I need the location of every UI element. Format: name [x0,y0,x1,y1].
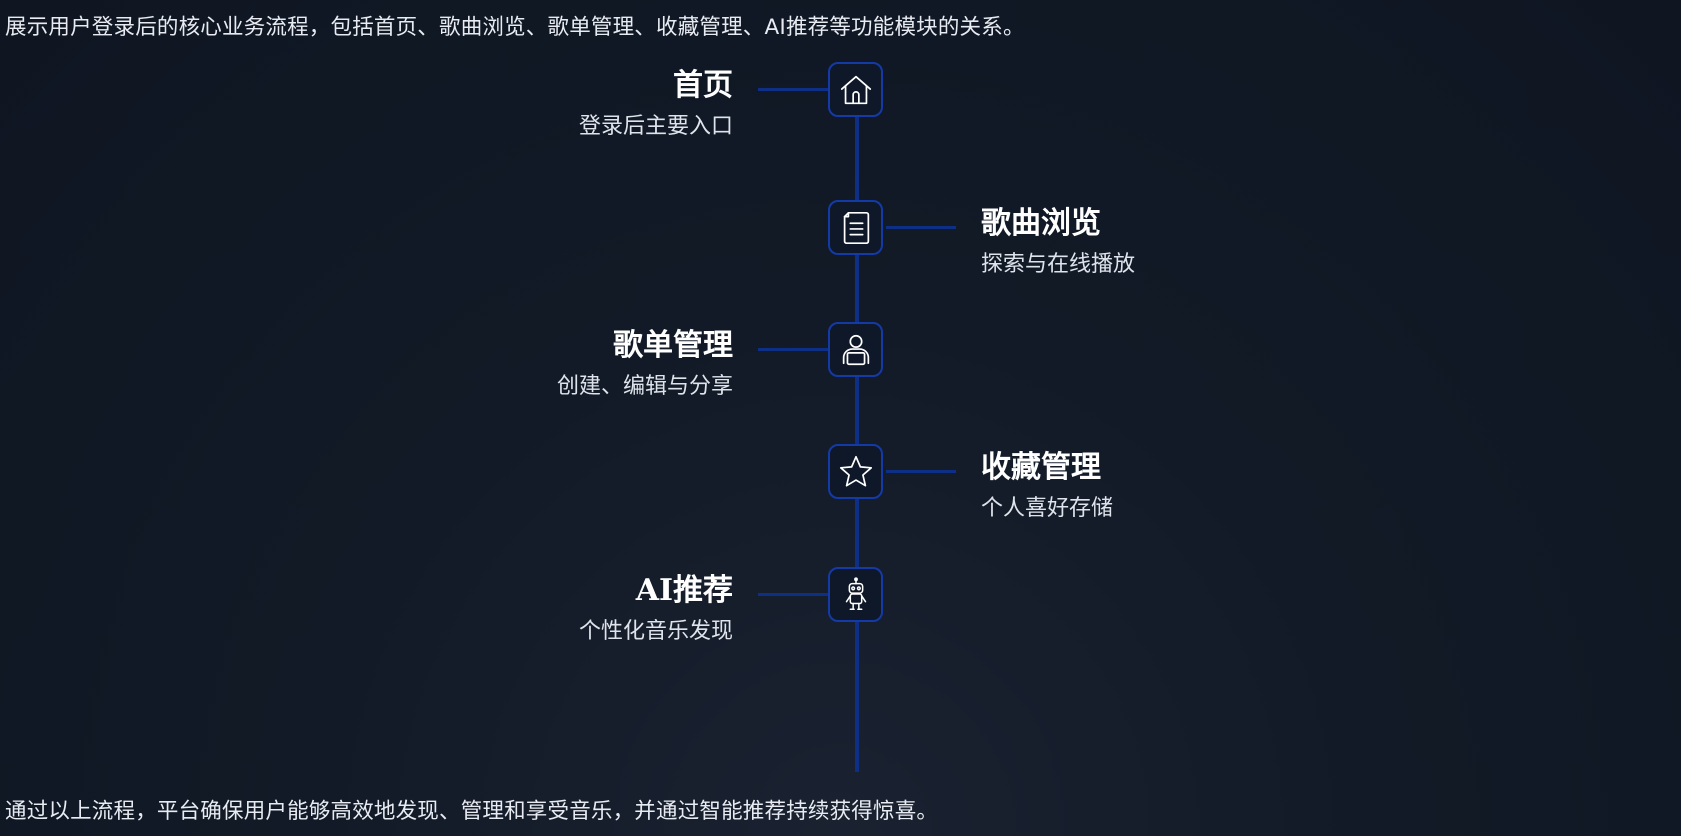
step-favorites: 收藏管理 个人喜好存储 [981,450,1441,523]
connector-song-browse [886,226,956,229]
user-laptop-icon [842,334,869,365]
step-subtitle: 个人喜好存储 [981,496,1114,521]
document-icon [843,211,869,244]
outro-text: 通过以上流程，平台确保用户能够高效地发现、管理和享受音乐，并通过智能推荐持续获得… [5,799,939,824]
intro-text: 展示用户登录后的核心业务流程，包括首页、歌曲浏览、歌单管理、收藏管理、AI推荐等… [5,15,1025,40]
step-playlist: 歌单管理 创建、编辑与分享 [273,328,733,401]
star-icon [839,455,872,487]
step-home: 首页 登录后主要入口 [273,68,733,141]
step-subtitle: 登录后主要入口 [578,114,733,139]
connector-playlist [758,348,828,351]
timeline-spine [855,110,859,772]
step-title: 歌单管理 [613,328,733,363]
step-title: 歌曲浏览 [981,206,1101,241]
node-ai [828,567,883,622]
home-icon [840,75,871,104]
step-title: 收藏管理 [981,450,1101,485]
step-ai-recommend: AI推荐 个性化音乐发现 [273,573,733,646]
step-title: 首页 [673,68,733,103]
step-subtitle: 创建、编辑与分享 [556,374,733,399]
step-subtitle: 探索与在线播放 [981,252,1136,277]
robot-icon [845,576,866,610]
node-playlist [828,322,883,377]
node-home [828,62,883,117]
connector-ai [758,593,828,596]
connector-home [758,88,828,91]
node-song-browse [828,200,883,255]
node-favorites [828,444,883,499]
step-title: AI推荐 [635,573,733,608]
step-subtitle: 个性化音乐发现 [578,619,733,644]
step-song-browse: 歌曲浏览 探索与在线播放 [981,206,1441,279]
connector-favorites [886,470,956,473]
